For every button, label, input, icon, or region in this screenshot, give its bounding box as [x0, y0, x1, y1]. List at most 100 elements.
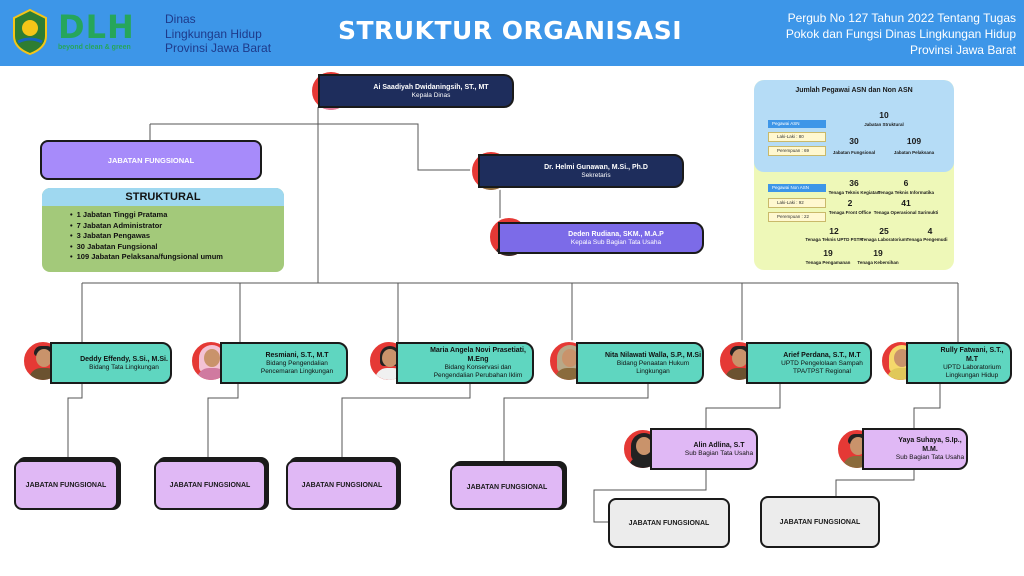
- asn-female-count: Perempuan : 69: [768, 146, 826, 156]
- stat-number: 25: [879, 226, 889, 236]
- dlh-tagline: beyond clean & green: [58, 44, 131, 51]
- stat-label: Tenaga Kebersihan: [857, 260, 899, 265]
- regulation-line-1: Pergub No 127 Tahun 2022 Tentang Tugas: [787, 11, 1016, 25]
- stat-number: 36: [849, 178, 859, 188]
- division-photo-face: [36, 349, 52, 367]
- agency-name: Dinas Lingkungan Hidup Provinsi Jawa Bar…: [165, 12, 271, 56]
- division-box-pengendalian-pencemaran[interactable]: Resmiani, S.T., M.T Bidang Pengendalian …: [220, 342, 348, 384]
- regulation-line-2: Pokok dan Fungsi Dinas Lingkungan Hidup: [785, 27, 1016, 41]
- structural-card: STRUKTURAL 1 Jabatan Tinggi Pratama 7 Ja…: [42, 188, 284, 272]
- stat-label: Tenaga Pengemudi: [906, 237, 948, 242]
- jabatan-fungsional-box[interactable]: JABATAN FUNGSIONAL: [608, 498, 730, 548]
- division-box-penaatan-hukum[interactable]: Nita Nilawati Walla, S.P., M.Si Bidang P…: [576, 342, 704, 384]
- subsection-role: Kepala Sub Bagian Tata Usaha: [570, 238, 662, 246]
- division-photo-face: [204, 349, 220, 367]
- stat-label: Tenaga Teknis Informatika: [877, 190, 935, 195]
- struktural-count: 10: [879, 110, 889, 120]
- head-name: Ai Saadiyah Dwidaningsih, ST., MT: [373, 83, 489, 91]
- asn-label: Pegawai ASN: [768, 120, 826, 128]
- structural-item: 3 Jabatan Pengawas: [70, 231, 284, 242]
- admin-subsection-box[interactable]: Deden Rudiana, SKM., M.A.P Kepala Sub Ba…: [498, 222, 704, 254]
- division-name: Deddy Effendy, S.Si., M.Si.: [80, 355, 168, 363]
- asn-male-count: Laki-Laki : 80: [768, 132, 826, 142]
- secretary-role: Sekretaris: [581, 171, 611, 179]
- sub-unit-role: Sub Bagian Tata Usaha: [684, 449, 754, 457]
- sub-unit-name: Yaya Suhaya, S.Ip., M.M.: [898, 437, 962, 453]
- regulation-line-3: Provinsi Jawa Barat: [909, 43, 1016, 57]
- stat-number: 6: [903, 178, 909, 188]
- jabatan-fungsional-box[interactable]: JABATAN FUNGSIONAL: [286, 460, 398, 510]
- stat-number: 12: [829, 226, 839, 236]
- jabatan-fungsional-box[interactable]: JABATAN FUNGSIONAL: [760, 496, 880, 548]
- stat-label: Tenaga Laboratorium: [861, 237, 907, 242]
- stat-number: 4: [927, 226, 933, 236]
- fungsional-label: Jabatan Fungsional: [832, 150, 876, 155]
- division-photo-face: [732, 349, 748, 367]
- stat-label: Tenaga Teknis Kegiatan: [828, 190, 880, 195]
- division-photo-face: [382, 349, 398, 367]
- structural-item: 1 Jabatan Tinggi Pratama: [70, 210, 284, 221]
- jabatan-fungsional-box[interactable]: JABATAN FUNGSIONAL: [450, 464, 564, 510]
- header-bar: DLH beyond clean & green Dinas Lingkunga…: [0, 0, 1024, 66]
- division-role: Bidang Tata Lingkungan: [89, 363, 159, 371]
- sub-unit-box-tata-usaha-sampah[interactable]: Alin Adlina, S.T Sub Bagian Tata Usaha: [650, 428, 758, 470]
- province-emblem-icon: [13, 8, 47, 56]
- division-box-konservasi[interactable]: Maria Angela Novi Prasetiati, M.Eng Bida…: [396, 342, 534, 384]
- structural-title: STRUKTURAL: [42, 188, 284, 206]
- division-box-uptd-sampah[interactable]: Arief Perdana, S.T., M.T UPTD Pengelolaa…: [746, 342, 872, 384]
- structural-list: 1 Jabatan Tinggi Pratama 7 Jabatan Admin…: [42, 206, 284, 263]
- stat-number: 19: [873, 248, 883, 258]
- secretary-name: Dr. Helmi Gunawan, M.Si., Ph.D: [544, 163, 648, 171]
- secretary-box[interactable]: Dr. Helmi Gunawan, M.Si., Ph.D Sekretari…: [478, 154, 684, 188]
- staff-stats-card: Jumlah Pegawai ASN dan Non ASN Pegawai A…: [754, 80, 954, 270]
- jabatan-fungsional-box[interactable]: JABATAN FUNGSIONAL: [14, 460, 118, 510]
- non-asn-female-count: Perempuan : 22: [768, 212, 826, 222]
- page-title: STRUKTUR ORGANISASI: [337, 16, 683, 45]
- sub-unit-name: Alin Adlina, S.T: [693, 441, 745, 449]
- regulation-text: Pergub No 127 Tahun 2022 Tentang Tugas P…: [756, 10, 1016, 58]
- structural-item: 7 Jabatan Administrator: [70, 221, 284, 232]
- agency-line-1: Dinas: [165, 12, 196, 26]
- non-asn-male-count: Laki-Laki : 92: [768, 198, 826, 208]
- division-role: Bidang Konservasi dan Pengendalian Perub…: [433, 364, 523, 379]
- sub-unit-box-tata-usaha-lab[interactable]: Yaya Suhaya, S.Ip., M.M. Sub Bagian Tata…: [862, 428, 968, 470]
- division-name: Rully Fatwani, S.T., M.T: [940, 347, 1004, 363]
- sub-unit-role: Sub Bagian Tata Usaha: [895, 454, 965, 461]
- stat-label: Tenaga Pengamanan: [805, 260, 851, 265]
- pelaksana-label: Jabatan Pelaksana: [893, 150, 935, 155]
- stat-label: Tenaga Operasional Sarimukti: [873, 210, 939, 215]
- division-photo-body: [197, 368, 227, 380]
- agency-line-2: Lingkungan Hidup: [165, 26, 262, 41]
- head-role: Kepala Dinas: [411, 91, 451, 99]
- division-role: Bidang Pengendalian Pencemaran Lingkunga…: [260, 359, 334, 375]
- stat-number: 19: [823, 248, 833, 258]
- stat-label: Tenaga Front Office: [828, 210, 872, 215]
- stat-number: 2: [847, 198, 853, 208]
- fungsional-count: 30: [849, 136, 859, 146]
- jabatan-fungsional-main-box[interactable]: JABATAN FUNGSIONAL: [40, 140, 262, 180]
- division-name: Resmiani, S.T., M.T: [265, 351, 329, 359]
- non-asn-label: Pegawai Non ASN: [768, 184, 826, 192]
- division-photo-face: [562, 349, 578, 367]
- staff-stats-title: Jumlah Pegawai ASN dan Non ASN: [795, 87, 913, 94]
- head-of-agency-box[interactable]: Ai Saadiyah Dwidaningsih, ST., MT Kepala…: [318, 74, 514, 108]
- division-role: UPTD Pengelolaan Sampah TPA/TPST Regiona…: [781, 359, 863, 375]
- division-role: UPTD Laboratorium Lingkungan Hidup: [943, 364, 1001, 379]
- struktural-label: Jabatan Struktural: [864, 122, 904, 127]
- division-name: Nita Nilawati Walla, S.P., M.Si: [604, 351, 702, 359]
- stat-number: 41: [901, 198, 911, 208]
- division-name: Maria Angela Novi Prasetiati, M.Eng: [430, 347, 526, 363]
- division-box-tata-lingkungan[interactable]: Deddy Effendy, S.Si., M.Si. Bidang Tata …: [50, 342, 172, 384]
- division-role: Bidang Penaatan Hukum Lingkungan: [616, 359, 690, 375]
- pelaksana-count: 109: [906, 136, 922, 146]
- sub-unit-photo-face: [636, 437, 652, 455]
- subsection-name: Deden Rudiana, SKM., M.A.P: [568, 230, 664, 238]
- dlh-logo: DLH: [58, 8, 135, 46]
- structural-item: 30 Jabatan Fungsional: [70, 242, 284, 253]
- structural-item: 109 Jabatan Pelaksana/fungsional umum: [70, 252, 284, 263]
- agency-line-3: Provinsi Jawa Barat: [165, 41, 272, 55]
- stat-label: Tenaga Teknis UPTD PSTR: [805, 237, 863, 242]
- division-box-uptd-laboratorium[interactable]: Rully Fatwani, S.T., M.T UPTD Laboratori…: [906, 342, 1012, 384]
- jabatan-fungsional-box[interactable]: JABATAN FUNGSIONAL: [154, 460, 266, 510]
- division-name: Arief Perdana, S.T., M.T: [783, 351, 861, 359]
